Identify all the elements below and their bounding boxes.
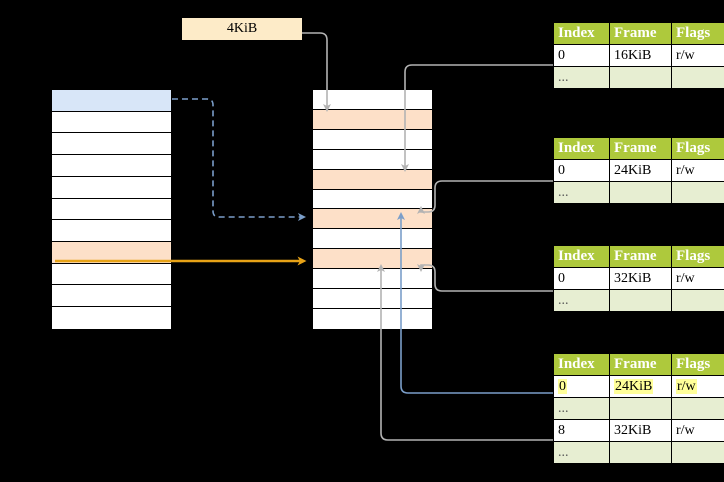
highlighted-value: 0	[558, 378, 567, 394]
stack-cell	[313, 149, 432, 170]
column-header-index: Index	[553, 245, 610, 268]
table-cell	[671, 397, 724, 420]
column-header-flags: Flags	[671, 22, 724, 45]
table-cell: r/w	[671, 44, 724, 67]
stack-cell	[52, 111, 171, 134]
stack-cell	[52, 90, 171, 112]
stack-cell	[52, 198, 171, 221]
wire-blue-dashed-virt-to-phys	[172, 98, 306, 221]
column-header-flags: Flags	[671, 353, 724, 376]
table-row: ...	[553, 289, 724, 312]
table-cell: ...	[553, 289, 610, 312]
virtual-address-space-stack	[51, 89, 172, 330]
column-header-index: Index	[553, 22, 610, 45]
table-cell: 8	[553, 419, 610, 442]
physical-memory-stack	[312, 89, 433, 330]
column-header-index: Index	[553, 137, 610, 160]
table-cell: ...	[553, 181, 610, 204]
table-cell: 0	[553, 375, 610, 398]
column-header-flags: Flags	[671, 137, 724, 160]
table-cell: 24KiB	[609, 375, 672, 398]
table-row: 0 24KiB r/w	[553, 375, 724, 398]
stack-cell	[52, 307, 171, 329]
stack-cell	[52, 285, 171, 308]
table-cell: 16KiB	[609, 44, 672, 67]
stack-cell	[313, 249, 432, 270]
stack-cell	[313, 129, 432, 150]
column-header-frame: Frame	[609, 353, 672, 376]
table-cell	[671, 66, 724, 89]
wire-gray-table3-to-phys-row8	[417, 264, 553, 292]
table-row: ...	[553, 441, 724, 464]
stack-cell	[52, 263, 171, 286]
table-cell: r/w	[671, 267, 724, 290]
stack-cell	[52, 176, 171, 199]
stack-cell	[313, 90, 432, 110]
table-row: ...	[553, 181, 724, 204]
table-cell	[671, 441, 724, 464]
table-cell	[609, 397, 672, 420]
stack-cell	[52, 155, 171, 177]
table-row: ...	[553, 397, 724, 420]
stack-cell	[313, 109, 432, 130]
table-row: ...	[553, 66, 724, 89]
table-cell	[609, 181, 672, 204]
stack-cell	[52, 133, 171, 156]
table-cell: 24KiB	[609, 159, 672, 182]
highlighted-value: 24KiB	[614, 378, 654, 394]
table-cell	[671, 289, 724, 312]
wire-gray-table2-to-phys-row6	[417, 180, 553, 214]
column-header-frame: Frame	[609, 22, 672, 45]
stack-cell	[313, 289, 432, 309]
table-cell: r/w	[671, 419, 724, 442]
table-cell: ...	[553, 441, 610, 464]
table-cell: r/w	[671, 375, 724, 398]
stack-cell	[313, 229, 432, 250]
highlighted-value: r/w	[676, 378, 697, 394]
stack-cell	[313, 308, 432, 329]
stack-cell	[52, 242, 171, 264]
table-cell	[609, 66, 672, 89]
stack-cell	[313, 209, 432, 230]
stack-cell	[52, 220, 171, 243]
stack-cell	[313, 269, 432, 290]
table-cell: r/w	[671, 159, 724, 182]
table-cell: 0	[553, 267, 610, 290]
table-cell	[609, 441, 672, 464]
column-header-index: Index	[553, 353, 610, 376]
column-header-frame: Frame	[609, 137, 672, 160]
column-header-frame: Frame	[609, 245, 672, 268]
table-cell	[671, 181, 724, 204]
table-cell: 32KiB	[609, 419, 672, 442]
table-cell: ...	[553, 397, 610, 420]
table-cell: 32KiB	[609, 267, 672, 290]
table-cell: 0	[553, 159, 610, 182]
table-cell	[609, 289, 672, 312]
column-header-flags: Flags	[671, 245, 724, 268]
stack-cell	[313, 169, 432, 190]
table-cell: 0	[553, 44, 610, 67]
stack-cell	[313, 189, 432, 210]
size-label-4kib: 4KiB	[182, 18, 302, 40]
table-cell: ...	[553, 66, 610, 89]
